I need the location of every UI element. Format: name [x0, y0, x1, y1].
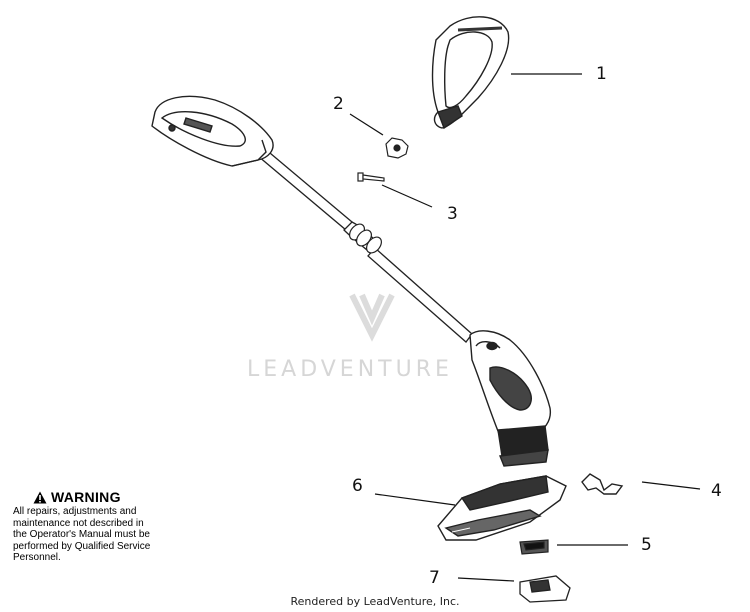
watermark-text: LEADVENTURE: [247, 357, 453, 382]
leader-line-2: [349, 113, 384, 136]
footer-credit: Rendered by LeadVenture, Inc.: [290, 595, 460, 608]
top-handle: [151, 95, 274, 167]
part-7-cap: [519, 575, 571, 603]
warning-line: Personnel.: [13, 552, 61, 563]
leader-lines: [349, 73, 701, 582]
warning-line: maintenance not described in: [13, 517, 144, 529]
warning-line: All repairs, adjustments and: [13, 506, 137, 517]
warning-triangle-icon: [33, 491, 47, 503]
part-5-spool-cap: [519, 539, 549, 555]
leader-line-6: [374, 493, 456, 506]
leader-line-4: [641, 481, 701, 490]
part-2-knob: [385, 137, 409, 159]
part-1-auxiliary-handle: [431, 16, 510, 130]
callout-6: 6: [352, 476, 363, 496]
callout-7: 7: [429, 568, 440, 588]
shaft-coupler: [349, 223, 382, 254]
warning-box: WARNING All repairs, adjustments and mai…: [13, 489, 183, 564]
callout-4: 4: [711, 481, 722, 501]
leadventure-watermark-logo: [349, 293, 395, 342]
callout-2: 2: [333, 94, 344, 114]
warning-line: the Operator's Manual must be: [13, 529, 150, 540]
warning-line: performed by Qualified Service: [13, 540, 151, 552]
callout-3: 3: [447, 204, 458, 224]
warning-heading: WARNING: [33, 489, 183, 505]
warning-text: All repairs, adjustments and maintenance…: [13, 506, 183, 564]
part-3-bolt: [357, 172, 385, 182]
motor-housing: [469, 330, 552, 467]
callout-5: 5: [641, 535, 652, 555]
callout-1: 1: [596, 64, 607, 84]
part-6-guard: [437, 475, 567, 541]
warning-title: WARNING: [51, 489, 121, 505]
leader-line-3: [381, 184, 433, 208]
part-4-spring-clip: [581, 473, 624, 495]
leader-line-7: [457, 577, 515, 582]
